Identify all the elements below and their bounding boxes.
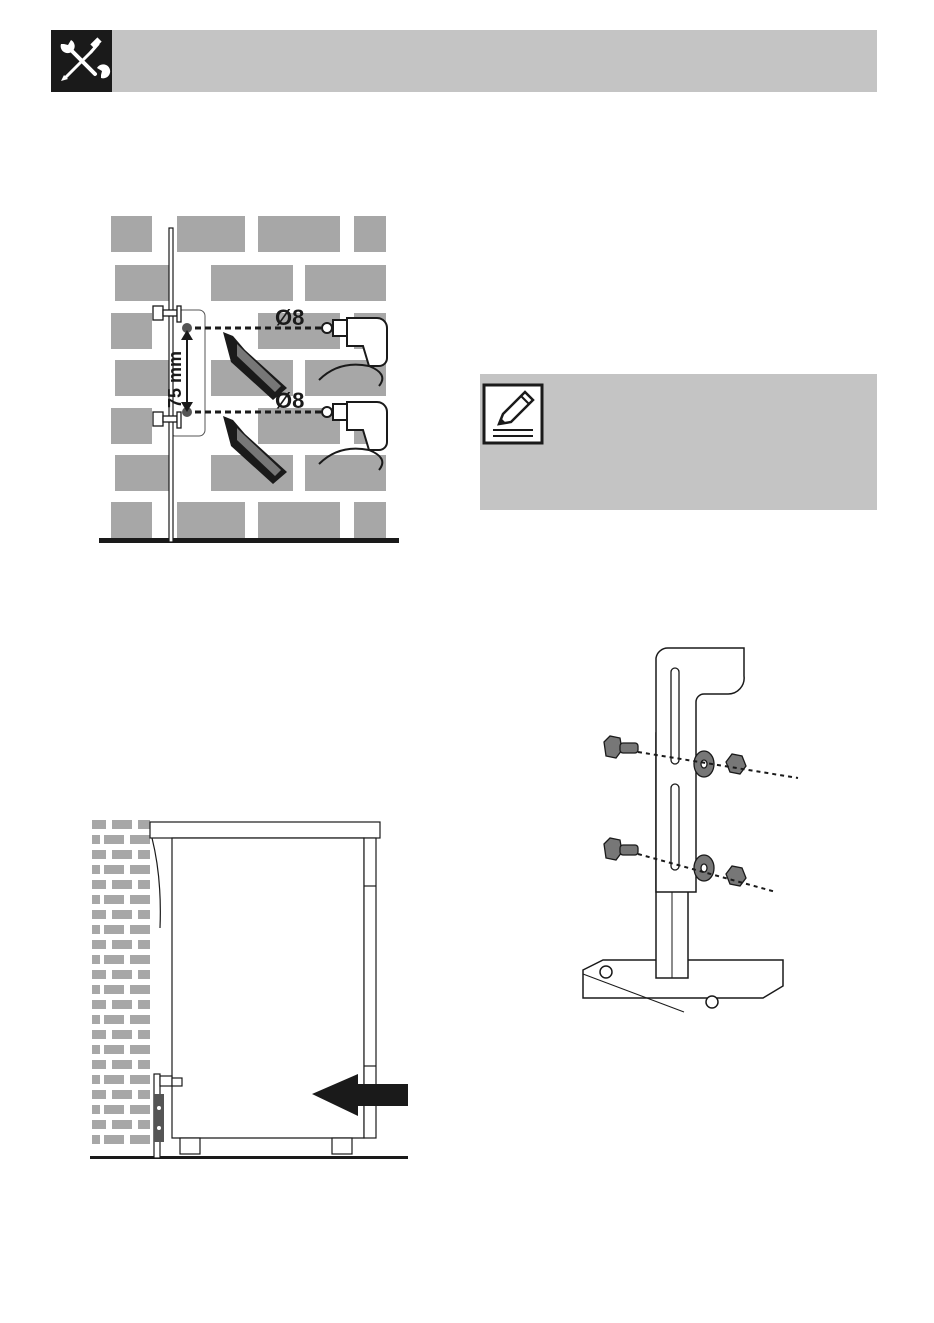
bolt-icon xyxy=(604,736,638,860)
tools-icon xyxy=(51,30,112,92)
wall-drilling-figure: 75 mm Ø8 Ø8 xyxy=(95,208,400,548)
cooker-push-figure xyxy=(88,816,410,1162)
bracket-assembly-figure xyxy=(580,638,820,1022)
nut-icon xyxy=(726,754,746,886)
washer-icon xyxy=(694,751,714,881)
brick-wall xyxy=(92,820,150,1144)
upper-hole-diameter: Ø8 xyxy=(275,305,304,330)
spacing-label: 75 mm xyxy=(165,351,185,408)
section-header-bar xyxy=(51,30,877,92)
pencil-note-icon xyxy=(481,382,545,446)
